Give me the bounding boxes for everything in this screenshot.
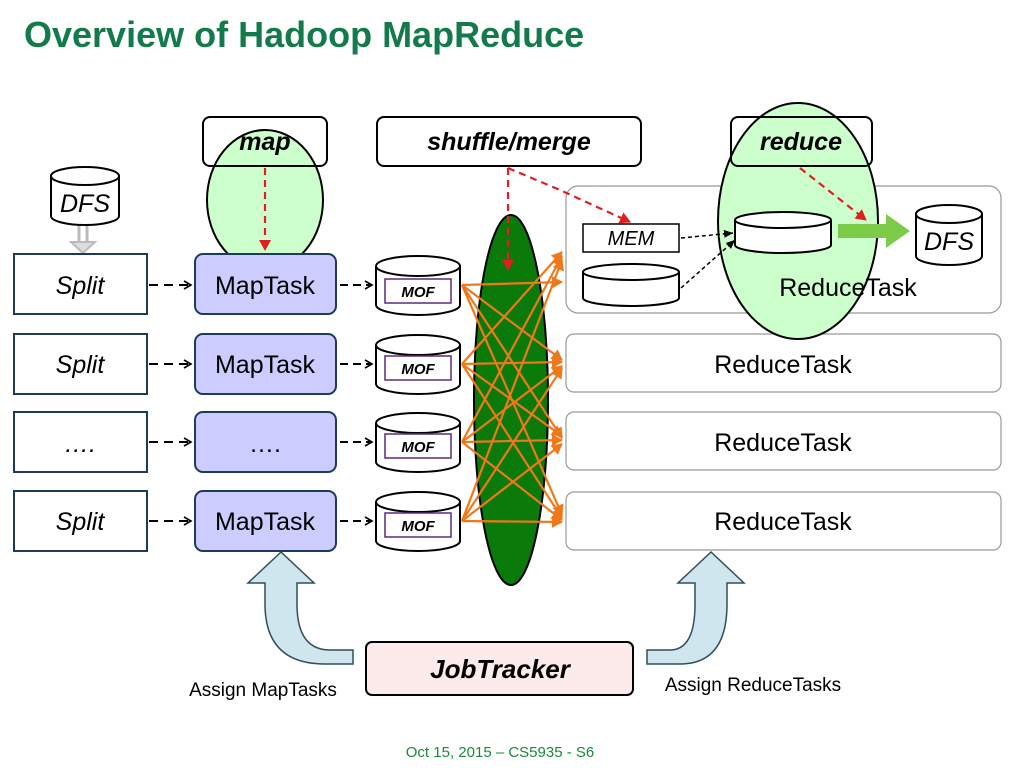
map-stage-label: map <box>239 128 290 156</box>
mof-label-1: MOF <box>401 284 435 301</box>
reduce-control-arrow <box>799 167 867 221</box>
shuffle-arrow-4-3 <box>461 443 563 522</box>
split-box-3 <box>13 411 148 473</box>
split-label-3: …. <box>64 430 96 458</box>
disk-cylinder <box>582 263 680 307</box>
shuffle-arrow-1-3 <box>461 284 563 439</box>
shuffle-arrow-2-3 <box>461 363 563 437</box>
shuffle-arrow-4-2 <box>461 367 563 522</box>
map-task-label-3: …. <box>249 430 281 458</box>
map-task-label-2: MapTask <box>215 351 316 379</box>
map-task-box-3 <box>194 411 337 473</box>
jobtracker-label: JobTracker <box>430 654 572 684</box>
shuffle-arrow-3-2 <box>461 365 563 443</box>
split-box-1 <box>13 253 148 315</box>
assign-reduce-label: Assign ReduceTasks <box>665 675 841 696</box>
jobtracker-box <box>365 641 634 696</box>
split-label-4: Split <box>56 508 106 536</box>
dfs-output-cylinder: DFS <box>915 204 983 266</box>
shuffle-control-arrow-mem <box>507 166 631 224</box>
mem-box <box>582 223 680 253</box>
split-box-2 <box>13 333 148 395</box>
page-title: Overview of Hadoop MapReduce <box>24 14 585 55</box>
assign-map-arrow <box>246 550 354 665</box>
shuffle-arrows <box>460 251 565 528</box>
dfs-input-cylinder: DFS <box>50 166 120 226</box>
mof-label-2: MOF <box>401 361 435 378</box>
mof-label-3: MOF <box>401 439 435 456</box>
reduce-task-label-3: ReduceTask <box>714 429 852 457</box>
dfs-output-label: DFS <box>924 228 974 256</box>
mem-label: MEM <box>608 228 655 250</box>
dfs-input-label: DFS <box>60 190 110 218</box>
mof-cylinder-4: MOF <box>375 491 461 552</box>
shuffle-arrow-4-1 <box>460 259 565 522</box>
shuffle-arrow-3-4 <box>461 441 563 521</box>
footer-text: Oct 15, 2015 – CS5935 - S6 <box>405 744 595 761</box>
mof-label-4: MOF <box>401 518 435 535</box>
reduce-container-3 <box>565 411 1002 471</box>
mem-to-merge-arrow <box>680 229 734 239</box>
output-arrow <box>838 214 910 248</box>
split-label-1: Split <box>56 272 106 300</box>
reduce-task-label-1: ReduceTask <box>779 274 917 302</box>
shuffle-stage-box <box>376 116 642 167</box>
reduce-stage-box <box>730 116 873 167</box>
split-box-4 <box>13 490 148 552</box>
shuffle-arrow-1-2 <box>461 284 563 361</box>
assign-reduce-arrow <box>646 550 746 665</box>
shuffle-arrow-3-3 <box>461 434 563 447</box>
reduce-task-label-2: ReduceTask <box>714 351 852 379</box>
mof-cylinder-3: MOF <box>375 412 461 473</box>
dfs-to-split-arrow <box>68 226 98 255</box>
reduce-task-label-4: ReduceTask <box>714 508 852 536</box>
merge-cylinder <box>734 211 832 254</box>
map-task-label-1: MapTask <box>215 272 316 300</box>
shuffle-arrow-2-1 <box>461 251 563 365</box>
shuffle-arrow-1-1 <box>461 276 563 289</box>
shuffle-stage-label: shuffle/merge <box>427 128 591 156</box>
split-label-2: Split <box>56 351 106 379</box>
map-task-box-1 <box>194 253 337 315</box>
mof-cylinder-1: MOF <box>375 255 461 316</box>
map-task-label-4: MapTask <box>215 508 316 536</box>
map-task-box-4 <box>194 490 337 552</box>
assign-map-label: Assign MapTasks <box>189 680 337 701</box>
map-stage-box <box>202 116 328 167</box>
reduce-stage-label: reduce <box>760 128 842 156</box>
shuffle-arrow-3-1 <box>461 255 563 443</box>
shuffle-arrow-2-2 <box>461 356 563 369</box>
map-task-box-2 <box>194 333 337 395</box>
mof-cylinder-2: MOF <box>375 334 461 395</box>
disk-to-merge-arrow <box>680 239 736 289</box>
shuffle-arrow-4-4 <box>461 515 563 528</box>
reduce-container-4 <box>565 491 1002 551</box>
